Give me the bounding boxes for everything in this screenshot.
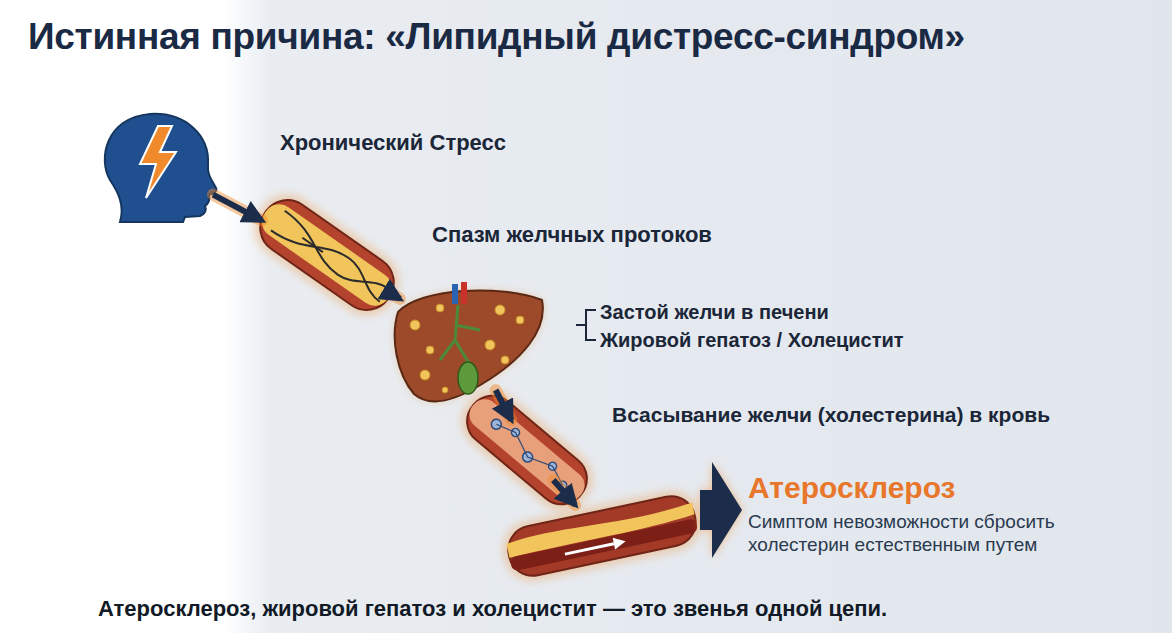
bracket xyxy=(576,310,596,340)
liver-icon xyxy=(395,282,543,401)
caption: Атеросклероз, жировой гепатоз и холецист… xyxy=(98,596,887,622)
step-label: Застой желчи в печени xyxy=(600,300,829,324)
arrow-connector xyxy=(553,480,575,505)
stress-head-icon xyxy=(105,114,217,222)
connector-glow xyxy=(553,480,575,505)
step-label: Спазм желчных протоков xyxy=(432,222,712,248)
step-note: Симптом невозможности сбросить холестери… xyxy=(748,511,1148,557)
connector-glow xyxy=(213,195,262,221)
arrow-connector xyxy=(213,195,262,221)
bile-duct-icon xyxy=(243,183,411,327)
arrow-connector xyxy=(392,294,400,299)
connector-glow xyxy=(392,294,400,299)
atherosclerotic-artery-icon xyxy=(498,486,706,586)
big-arrow xyxy=(700,462,742,558)
liver-step: Застой желчи в печениЖировой гепатоз / Х… xyxy=(400,292,540,390)
step-label: Атеросклероз xyxy=(748,470,955,506)
step-label: Всасывание желчи (холестерина) в кровь xyxy=(612,402,1050,427)
stress-step: Хронический Стресс xyxy=(105,112,213,220)
title: Истинная причина: «Липидный дистресс-син… xyxy=(28,16,965,58)
blood-vessel-icon xyxy=(450,379,603,521)
connector-glow xyxy=(496,390,512,420)
absorption-step: Всасывание желчи (холестерина) в кровь xyxy=(462,420,592,480)
spasm-step: Спазм желчных протоков xyxy=(262,205,392,305)
arrow-connector xyxy=(496,390,512,420)
atherosclerosis-step: АтеросклерозСимптом невозможности сброси… xyxy=(510,505,695,567)
step-note: Жировой гепатоз / Холецистит xyxy=(600,328,904,352)
step-label: Хронический Стресс xyxy=(280,130,506,156)
